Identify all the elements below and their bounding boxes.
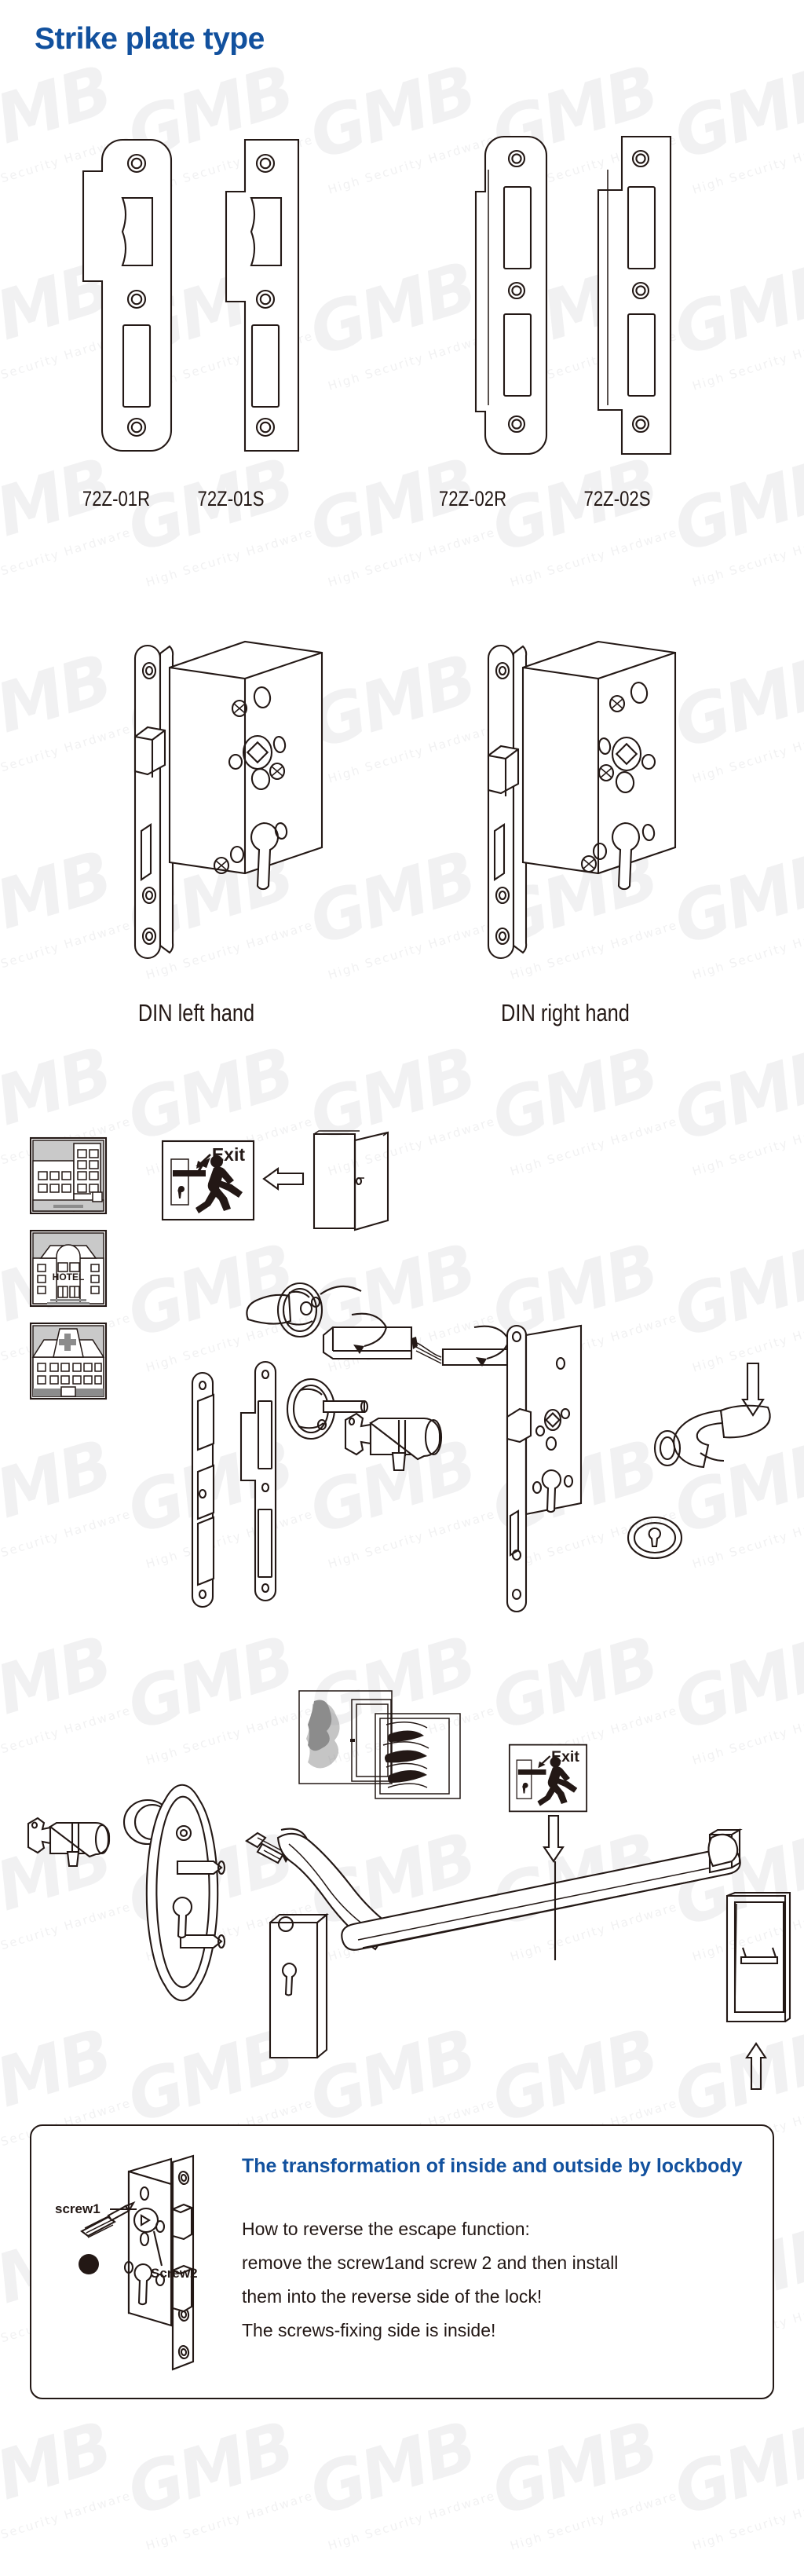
info-body-line-1: remove the screw1and screw 2 and then in… [242, 2252, 619, 2273]
info-box: The transformation of inside and outside… [30, 2124, 774, 2399]
hotel-building-icon: HOTEL [29, 1229, 108, 1308]
exploded-euro-cylinder [344, 1412, 443, 1472]
info-body-line-0: How to reverse the escape function: [242, 2219, 530, 2239]
exit-sign-lower: Exit [508, 1744, 588, 1813]
assembly-down-arrow [741, 1362, 765, 1417]
callout-screw2: Screw2 [151, 2266, 198, 2281]
office-building-icon [29, 1136, 108, 1215]
hospital-building-icon [29, 1322, 108, 1400]
lockbody-din-left-hand [133, 640, 323, 960]
assembly-lever-handle-right [653, 1404, 771, 1469]
exit-sign-label-upper: Exit [212, 1144, 246, 1165]
exit-sign-down-arrow [543, 1814, 565, 1863]
strike-plate-label-0: 72Z-01R [82, 487, 151, 510]
exit-sign-label-lower: Exit [551, 1748, 579, 1766]
exploded-split-spindle [322, 1312, 518, 1367]
callout-screw1: screw1 [55, 2201, 100, 2216]
strike-plate-label-3: 72Z-02S [583, 487, 651, 510]
strike-plate-label-2: 72Z-02R [438, 487, 507, 510]
strike-plate-72Z-02S [597, 135, 672, 456]
lockbody-din-right-hand [487, 640, 677, 960]
panic-bar-up-arrow [554, 1861, 557, 1960]
info-box-lockbody-diagram [79, 2154, 195, 2371]
open-door-illustration [312, 1130, 389, 1231]
exploded-lever-handle-top [246, 1282, 362, 1338]
info-body-line-2: them into the reverse side of the lock! [242, 2286, 543, 2307]
panic-push-bar [269, 1828, 743, 2059]
strike-plate-label-1: 72Z-01S [197, 487, 265, 510]
exploded-strike-plate [191, 1371, 215, 1608]
door-with-panic-bar [725, 1891, 791, 2023]
assembly-escutcheon-keyhole [627, 1516, 683, 1560]
lockbody-label-left: DIN left hand [137, 999, 255, 1026]
panic-cylinder-key [27, 1817, 111, 1868]
info-box-body: How to reverse the escape function: remo… [242, 2212, 760, 2347]
exploded-faceplate [239, 1360, 277, 1602]
direction-arrow-left [262, 1166, 305, 1191]
strike-plate-72Z-01S [225, 138, 300, 452]
info-body-line-3: The screws-fixing side is inside! [242, 2320, 496, 2340]
page-title: Strike plate type [35, 22, 265, 56]
info-box-heading: The transformation of inside and outside… [242, 2155, 743, 2177]
exit-sign-upper: Exit [161, 1140, 255, 1221]
lockbody-label-right: DIN right hand [501, 999, 630, 1026]
hotel-label: HOTEL [53, 1272, 85, 1283]
fire-smoke-illustration [298, 1690, 461, 1799]
door-up-arrow [745, 2042, 767, 2091]
assembly-lockbody-right [506, 1324, 583, 1613]
panic-backplate [122, 1784, 226, 2002]
strike-plate-72Z-01R [82, 138, 173, 452]
strike-plate-72Z-02R [474, 135, 548, 456]
exploded-rose-spindle [286, 1378, 369, 1440]
